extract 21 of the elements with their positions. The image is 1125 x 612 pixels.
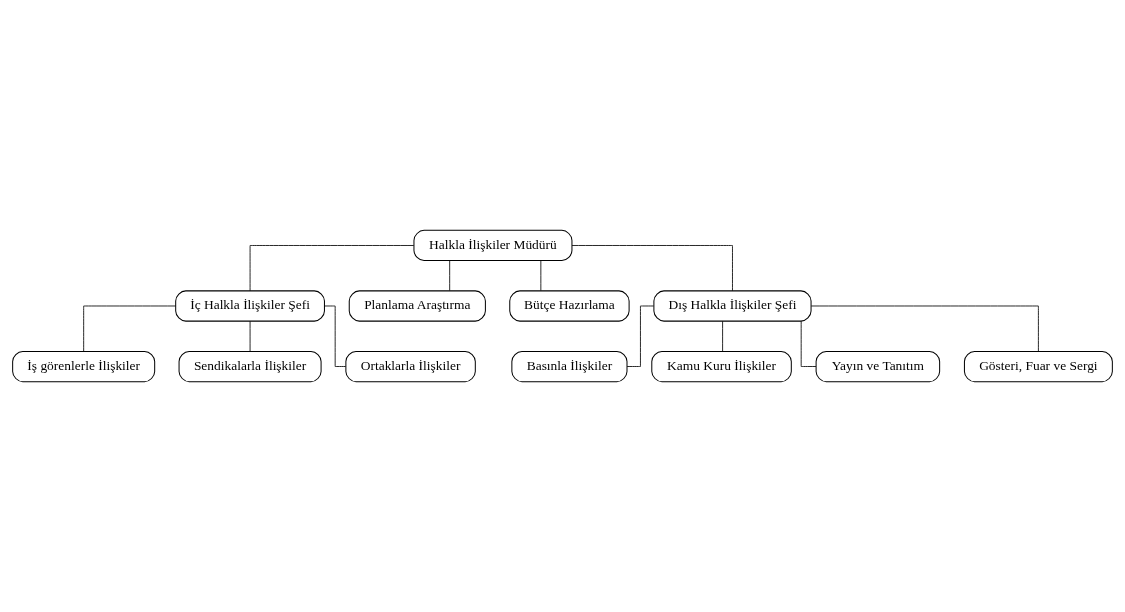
node-box: Planlama Araştırma (348, 290, 486, 322)
node-box: Sendikalarla İlişkiler (178, 350, 322, 383)
connector (449, 260, 451, 291)
connector (810, 305, 1039, 352)
node-box: Gösteri, Fuar ve Sergi (963, 350, 1113, 383)
connector (722, 320, 723, 352)
node-box: Basınla İlişkiler (511, 350, 628, 383)
connector (249, 320, 251, 352)
connector (540, 260, 542, 291)
node-box: İş görenlerle İlişkiler (12, 350, 156, 383)
node-box: Dış Halkla İlişkiler Şefi (653, 290, 812, 322)
node-box: Halkla İlişkiler Müdürü (413, 229, 573, 262)
connector (83, 305, 177, 352)
connector (249, 245, 415, 292)
node-box: Kamu Kuru İlişkiler (651, 350, 792, 383)
node-box: Ortaklarla İlişkiler (345, 350, 476, 383)
node-box: Bütçe Hazırlama (509, 290, 630, 322)
node-box: Yayın ve Tanıtım (815, 350, 941, 383)
connector (324, 305, 347, 367)
node-box: İç Halkla İlişkiler Şefi (175, 290, 325, 322)
connector (571, 245, 733, 292)
